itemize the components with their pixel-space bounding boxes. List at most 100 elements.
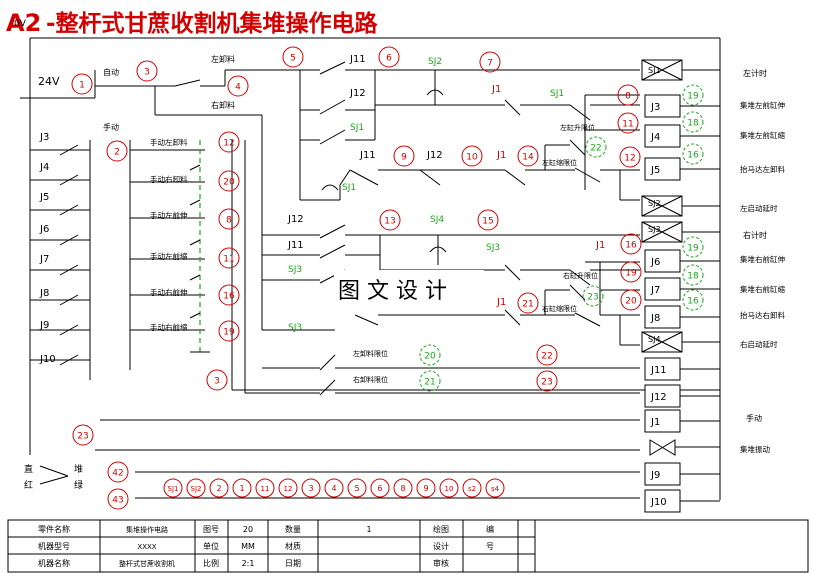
node-11: 11 bbox=[218, 247, 240, 269]
contact-j11-c: J11 bbox=[287, 240, 304, 251]
node-3: 3 bbox=[206, 369, 228, 391]
node-22: 22 bbox=[585, 136, 607, 158]
node-16: 16 bbox=[682, 143, 704, 165]
node-circle bbox=[517, 292, 539, 314]
node-circle bbox=[71, 73, 93, 95]
node-number: 11 bbox=[622, 120, 633, 130]
node-number: 21 bbox=[522, 300, 533, 310]
label-right-ext: 集堆右前缸伸 bbox=[740, 254, 785, 264]
bottom-node-label: 12 bbox=[284, 485, 293, 493]
label-left-timer: 左计时 bbox=[743, 68, 767, 78]
bottom-node-label: s2 bbox=[468, 485, 476, 493]
bottom-node-sj1: SJ1 bbox=[163, 478, 183, 498]
node-circle bbox=[619, 146, 641, 168]
node-15: 15 bbox=[477, 209, 499, 231]
label-pile-vib: 集堆振动 bbox=[740, 444, 770, 454]
bottom-node-10: 10 bbox=[439, 478, 459, 498]
node-number: 16 bbox=[687, 297, 699, 307]
node-circle bbox=[617, 112, 639, 134]
node-circle bbox=[682, 111, 704, 133]
bottom-node-label: 9 bbox=[423, 484, 428, 493]
node-5: 5 bbox=[282, 46, 304, 68]
node-20: 20 bbox=[218, 170, 240, 192]
node-number: 13 bbox=[384, 217, 395, 227]
bottom-node-5: 5 bbox=[347, 478, 367, 498]
legend-c: 红 bbox=[24, 479, 33, 491]
node-23: 23 bbox=[582, 285, 604, 307]
node-circle bbox=[106, 140, 128, 162]
coil-label-j10: J10 bbox=[650, 497, 667, 508]
bottom-node-label: 4 bbox=[331, 484, 336, 493]
bottom-node-label: 5 bbox=[354, 484, 359, 493]
node-number: 21 bbox=[424, 378, 435, 388]
switch-label-j10: J10 bbox=[39, 354, 56, 365]
manual-label: 手动左前伸 bbox=[150, 210, 188, 220]
bottom-node-sj2: SJ2 bbox=[186, 478, 206, 498]
title-block-cell: 审核 bbox=[433, 558, 449, 568]
node-circle bbox=[218, 170, 240, 192]
node-circle bbox=[477, 209, 499, 231]
node-circle bbox=[682, 289, 704, 311]
left-unload-label: 左卸料 bbox=[211, 54, 235, 64]
coil-label-j12: J12 bbox=[650, 392, 667, 403]
node-circle bbox=[107, 488, 129, 510]
contact-j1-b: J1 bbox=[496, 150, 506, 161]
node-circle bbox=[585, 136, 607, 158]
bottom-node-4: 4 bbox=[324, 478, 344, 498]
node-circle bbox=[682, 84, 704, 106]
node-number: 19 bbox=[687, 244, 699, 254]
bottom-node-s2: s2 bbox=[462, 478, 482, 498]
bottom-node-3: 3 bbox=[301, 478, 321, 498]
label-left-ret: 集堆左前缸缩 bbox=[740, 130, 785, 140]
coil-boxes bbox=[641, 59, 720, 513]
contact-sj1-c: SJ1 bbox=[342, 183, 356, 193]
node-circle bbox=[218, 320, 240, 342]
title-block-cell: XXXX bbox=[137, 543, 156, 551]
switch-label-j4: J4 bbox=[39, 162, 49, 173]
title-block-cell: 2:1 bbox=[242, 559, 255, 568]
bottom-node-label: 11 bbox=[261, 485, 270, 493]
contact-left-cyl-down-limit: 左缸缩限位 bbox=[542, 158, 577, 167]
node-circle bbox=[227, 75, 249, 97]
contact-j12-b: J12 bbox=[426, 150, 443, 161]
node-number: 19 bbox=[687, 92, 699, 102]
node-number: 20 bbox=[625, 297, 637, 307]
node-23: 23 bbox=[536, 370, 558, 392]
bottom-node-2: 2 bbox=[209, 478, 229, 498]
label-right-timer: 右计时 bbox=[743, 230, 767, 240]
node-42: 42 bbox=[107, 461, 129, 483]
label-left-ext: 集堆左前缸伸 bbox=[740, 100, 785, 110]
node-2: 2 bbox=[106, 140, 128, 162]
coil-label-j9: J9 bbox=[650, 470, 660, 481]
switch-label-j9: J9 bbox=[39, 320, 49, 331]
title-block-cell: 号 bbox=[486, 542, 494, 551]
supply-rails bbox=[20, 37, 721, 500]
node-21: 21 bbox=[419, 370, 441, 392]
node-circle bbox=[378, 46, 400, 68]
node-number: 43 bbox=[112, 496, 123, 506]
node-number: 4 bbox=[235, 83, 241, 93]
label-left-delay: 左启动延时 bbox=[740, 203, 778, 213]
contact-sj1-b: SJ1 bbox=[550, 89, 564, 99]
bottom-node-label: s4 bbox=[491, 485, 500, 493]
node-circle bbox=[218, 131, 240, 153]
watermark: 图 文 设 计 bbox=[338, 279, 447, 304]
title-block-cell: 整杆式甘蔗收割机 bbox=[119, 559, 175, 568]
title-block-cell: 零件名称 bbox=[38, 524, 70, 534]
coil-label-j5: J5 bbox=[650, 165, 660, 176]
node-number: 10 bbox=[466, 153, 478, 163]
node-number: 12 bbox=[624, 154, 635, 164]
node-circle bbox=[419, 370, 441, 392]
bottom-node-label: 2 bbox=[216, 484, 221, 493]
node-number: 12 bbox=[223, 139, 234, 149]
node-number: 5 bbox=[290, 54, 296, 64]
node-3: 3 bbox=[136, 60, 158, 82]
contact-j1-a: J1 bbox=[491, 84, 501, 95]
node-1: 1 bbox=[71, 73, 93, 95]
coil-label-sj4: SJ4 bbox=[648, 335, 661, 344]
node-number: 18 bbox=[687, 272, 699, 282]
node-number: 1 bbox=[79, 81, 85, 91]
diagram-title-prefix: A2 bbox=[6, 9, 41, 37]
